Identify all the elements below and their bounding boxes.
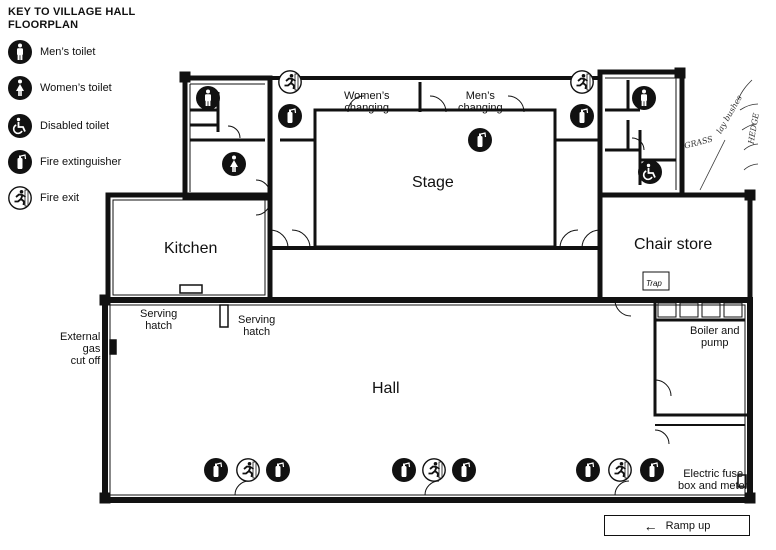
key-item-mens-toilet: Men’s toilet — [8, 40, 95, 64]
fire-extinguisher-icon — [204, 458, 228, 482]
fire-extinguisher-icon — [576, 458, 600, 482]
fire-extinguisher-icon — [640, 458, 664, 482]
key-title-line1: KEY TO VILLAGE HALL — [8, 6, 136, 18]
left-arrow-icon: ← — [643, 517, 658, 534]
fire-extinguisher-icon — [8, 150, 32, 174]
key-item-fire-exit: Fire exit — [8, 186, 79, 210]
hatches — [109, 284, 747, 488]
fire-extinguisher-icon — [266, 458, 290, 482]
ramp-label: Ramp up — [665, 519, 711, 532]
door-swings — [227, 95, 672, 496]
fire-exit-icon — [8, 186, 32, 210]
key-item-fire-extinguisher: Fire extinguisher — [8, 150, 121, 174]
fire-exit-icon — [278, 70, 302, 94]
serving-hatch-label: Serving hatch — [238, 314, 276, 338]
stage-label: Stage — [412, 174, 454, 191]
fire-extinguisher-icon — [570, 104, 594, 128]
fire-extinguisher-icon — [452, 458, 476, 482]
chair-store-label: Chair store — [634, 236, 713, 253]
key-item-womens-toilet: Women’s toilet — [8, 76, 112, 100]
key-label: Women’s toilet — [40, 82, 112, 94]
key-label: Fire extinguisher — [40, 156, 122, 168]
womens-toilet-icon — [222, 152, 246, 176]
key-label: Men’s toilet — [40, 46, 96, 58]
mens-changing-label: Men’s changing — [458, 90, 503, 114]
key-label: Fire exit — [40, 192, 80, 204]
key-item-disabled-toilet: Disabled toilet — [8, 114, 109, 138]
fire-exit-icon — [608, 458, 632, 482]
boiler-label: Boiler and pump — [690, 325, 740, 349]
womens-changing-label: Women’s changing — [344, 90, 390, 114]
outer-walls — [99, 67, 756, 504]
key-title: KEY TO VILLAGE HALL FLOORPLAN — [8, 6, 135, 32]
disabled-toilet-icon — [8, 114, 32, 138]
boiler-units — [642, 271, 743, 318]
trap-label: Trap — [646, 279, 662, 288]
fire-exit-icon — [422, 458, 446, 482]
ramp-sign: ← Ramp up — [604, 515, 750, 536]
windows — [104, 77, 751, 501]
mens-toilet-icon — [8, 40, 32, 64]
kitchen-label: Kitchen — [164, 240, 218, 257]
serving-hatch-label: Serving hatch — [140, 308, 178, 332]
mens-toilet-icon — [632, 86, 656, 110]
fire-extinguisher-icon — [468, 128, 492, 152]
fire-exit-icon — [570, 70, 594, 94]
fire-extinguisher-icon — [278, 104, 302, 128]
mens-toilet-icon — [196, 86, 220, 110]
disabled-toilet-icon — [638, 160, 662, 184]
scribble-marks — [699, 79, 759, 191]
external-gas-label: External gas cut off — [60, 331, 101, 367]
hall-label: Hall — [372, 380, 400, 397]
fire-extinguisher-icon — [392, 458, 416, 482]
key-title-line2: FLOORPLAN — [8, 19, 79, 31]
key-label: Disabled toilet — [40, 120, 110, 132]
fire-exit-icon — [236, 458, 260, 482]
womens-toilet-icon — [8, 76, 32, 100]
electric-fuse-label: Electric fuse box and meter — [678, 468, 749, 492]
